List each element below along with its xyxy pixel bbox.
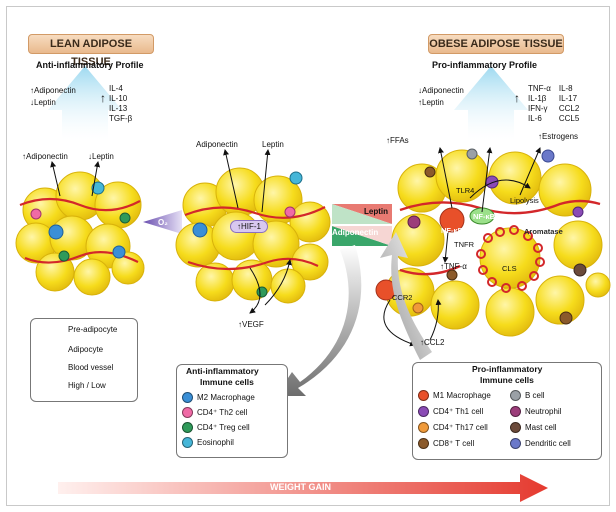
th1-cell-icon xyxy=(418,406,429,417)
lean-banner: LEAN ADIPOSE TISSUE xyxy=(28,34,154,68)
anti-box-title-1: Anti-inflammatory xyxy=(186,366,259,376)
treg-cell-icon xyxy=(182,422,193,433)
anti-item-1: CD4⁺ Th2 cell xyxy=(182,407,247,418)
lean-adiponectin-up: ↑Adiponectin xyxy=(30,86,76,95)
obese-adipocyte-cluster xyxy=(375,148,611,337)
pro-item-3: Neutrophil xyxy=(510,406,561,417)
ffas-label: ↑FFAs xyxy=(386,136,409,145)
mast-cell-icon xyxy=(510,422,521,433)
tnfr-label: TNFR xyxy=(454,240,474,249)
obese-banner: OBESE ADIPOSE TISSUE xyxy=(428,34,564,54)
b-cell-icon xyxy=(510,390,521,401)
obese-adiponectin-down: ↓Adiponectin xyxy=(418,86,464,95)
pro-item-6: CD8⁺ T cell xyxy=(418,438,474,449)
estrogens-label: ↑Estrogens xyxy=(538,132,579,141)
anti-inflammatory-box xyxy=(176,364,288,458)
legend-pre-adipocyte: Pre-adipocyte xyxy=(68,325,118,334)
gradient-adiponectin-label: Adiponectin xyxy=(332,228,379,237)
legend-box xyxy=(30,318,138,402)
lean-leptin-down: ↓Leptin xyxy=(30,98,56,107)
gradient-leptin-label: Leptin xyxy=(364,207,388,216)
weight-gain-arrow xyxy=(58,474,548,502)
m1-macrophage-icon xyxy=(418,390,429,401)
leptin-wedge-bg xyxy=(332,226,392,246)
anti-item-0: M2 Macrophage xyxy=(182,392,255,403)
m2-macrophage-icon xyxy=(182,392,193,403)
middle-adipocyte-cluster xyxy=(175,167,331,304)
neutrophil-icon xyxy=(510,406,521,417)
lean-cluster-leptin: ↓Leptin xyxy=(88,152,114,161)
dendritic-cell-icon xyxy=(510,438,521,449)
tlr4-label: TLR4 xyxy=(456,186,475,195)
pro-item-2: CD4⁺ Th1 cell xyxy=(418,406,483,417)
pro-item-1: B cell xyxy=(510,390,545,401)
obese-leptin-up: ↑Leptin xyxy=(418,98,444,107)
pro-box-title-1: Pro-inflammatory xyxy=(472,364,543,374)
anti-item-2: CD4⁺ Treg cell xyxy=(182,422,250,433)
lean-profile-arrow xyxy=(48,66,122,140)
pro-item-4: CD4⁺ Th17 cell xyxy=(418,422,488,433)
obese-profile-arrow xyxy=(454,66,528,140)
lipolysis-label: Lipolysis xyxy=(510,196,539,205)
lean-adipocyte-cluster xyxy=(15,171,145,296)
adiponectin-wedge-bg xyxy=(332,204,392,224)
eosinophil-icon xyxy=(182,437,193,448)
legend-adipocyte: Adipocyte xyxy=(68,345,104,354)
aromatase-label: Aromatase xyxy=(524,227,563,236)
to-anti-box-arrow xyxy=(276,245,362,396)
legend-blood-vessel: Blood vessel xyxy=(68,363,114,372)
nfkb-label-2: NF-κB xyxy=(441,226,464,235)
middle-adiponectin: Adiponectin xyxy=(196,140,238,149)
nfkb-label-1: NF-κB xyxy=(473,212,496,221)
pro-inflammatory-box xyxy=(412,362,602,460)
vegf-label: ↑VEGF xyxy=(238,320,264,329)
o2-label: O₂ xyxy=(158,218,168,227)
obese-profile-title: Pro-inflammatory Profile xyxy=(432,60,538,70)
lean-cluster-adiponectin: ↑Adiponectin xyxy=(22,152,68,161)
weight-gain-label: WEIGHT GAIN xyxy=(270,482,331,492)
pro-item-0: M1 Macrophage xyxy=(418,390,491,401)
o2-gradient-wedge xyxy=(143,210,182,234)
ccr2-label: CCR2 xyxy=(392,293,413,302)
th2-cell-icon xyxy=(182,407,193,418)
pro-item-5: Mast cell xyxy=(510,422,557,433)
tnfa-label: ↑TNF-α xyxy=(440,262,467,271)
pro-item-7: Dendritic cell xyxy=(510,438,571,449)
lean-profile-title: Anti-inflammatory Profile xyxy=(36,60,144,70)
cls-label: CLS xyxy=(502,264,517,273)
anti-item-3: Eosinophil xyxy=(182,437,234,448)
hif-1-badge: ↑HIF-1 xyxy=(230,220,268,233)
middle-leptin: Leptin xyxy=(262,140,284,149)
legend-high-low: High / Low xyxy=(68,381,106,390)
cd8-t-cell-icon xyxy=(418,438,429,449)
th17-cell-icon xyxy=(418,422,429,433)
anti-box-title-2: Immune cells xyxy=(200,377,254,387)
ccl2-label: ↑CCL2 xyxy=(420,338,445,347)
pro-box-title-2: Immune cells xyxy=(480,375,534,385)
from-pro-box-arrow xyxy=(380,232,432,360)
